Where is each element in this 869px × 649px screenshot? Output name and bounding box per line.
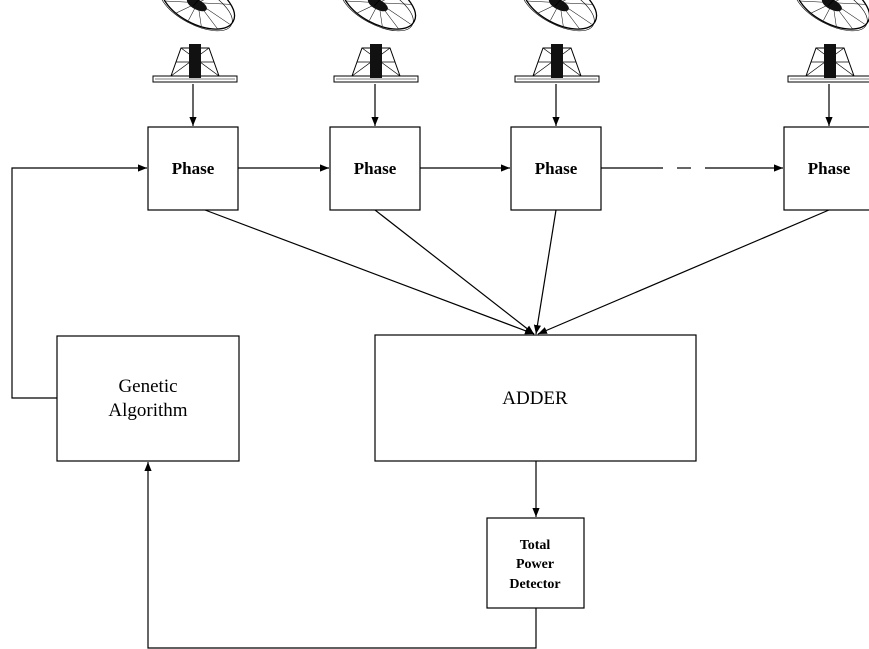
satellite-dish-icon bbox=[332, 0, 425, 83]
antenna-3 bbox=[513, 0, 606, 83]
phase-box-4: Phase bbox=[783, 126, 869, 211]
adder-box: ADDER bbox=[374, 334, 697, 462]
phase-label: Phase bbox=[808, 159, 851, 178]
genetic-algorithm-line2: Algorithm bbox=[108, 400, 187, 421]
genetic-algorithm-box: Genetic Algorithm bbox=[56, 335, 240, 462]
phase-label: Phase bbox=[172, 159, 215, 178]
antenna-1 bbox=[151, 0, 244, 83]
detector-to-genetic-algorithm-feedback-arrow bbox=[144, 462, 537, 649]
adder-label: ADDER bbox=[502, 388, 568, 409]
detector-line1: Total bbox=[520, 538, 551, 553]
phase-box-3: Phase bbox=[510, 126, 602, 211]
detector-line2: Power bbox=[516, 557, 554, 572]
total-power-detector-box: Total Power Detector bbox=[486, 517, 585, 609]
antenna-2 bbox=[332, 0, 425, 83]
phase-1-to-adder-arrow bbox=[204, 209, 535, 335]
phase-box-1: Phase bbox=[147, 126, 239, 211]
genetic-algorithm-line1: Genetic bbox=[118, 376, 177, 397]
satellite-dish-icon bbox=[786, 0, 869, 83]
satellite-dish-icon bbox=[513, 0, 606, 83]
phase-label: Phase bbox=[354, 159, 397, 178]
phase-label: Phase bbox=[535, 159, 578, 178]
detector-line3: Detector bbox=[509, 577, 560, 592]
phase-box-2: Phase bbox=[329, 126, 421, 211]
phase-3-to-adder-arrow bbox=[533, 209, 557, 335]
phase-2-to-adder-arrow bbox=[374, 209, 535, 335]
genetic-algorithm-to-phase-feedback-arrow bbox=[11, 164, 147, 399]
antenna-4 bbox=[786, 0, 869, 83]
satellite-dish-icon bbox=[151, 0, 244, 83]
phase-4-to-adder-arrow bbox=[537, 209, 830, 335]
